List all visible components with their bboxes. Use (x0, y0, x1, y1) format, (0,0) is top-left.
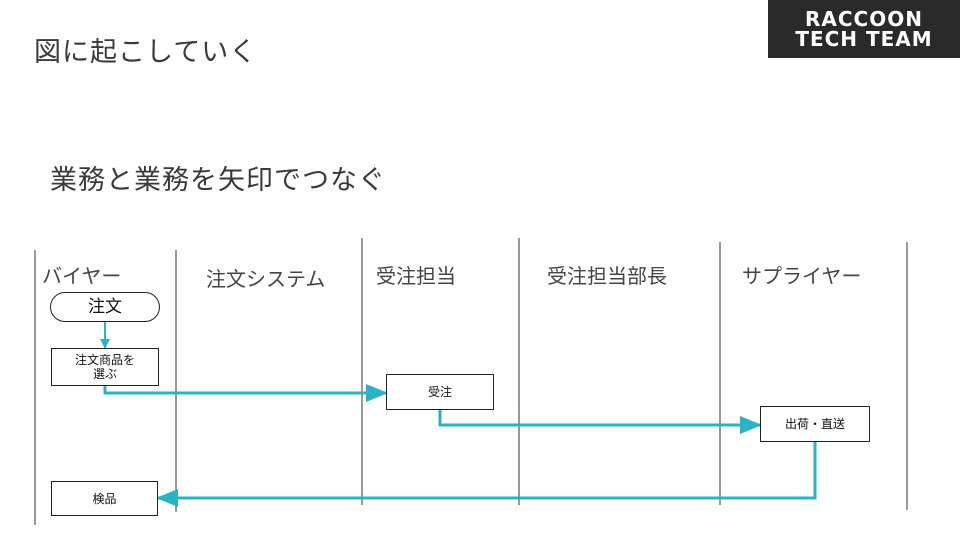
logo-line-2: TECH TEAM (795, 27, 933, 51)
process-select-items: 注文商品を 選ぶ (51, 348, 159, 386)
arrow-receive-to-ship (438, 410, 762, 434)
logo-line-1: RACCOON (805, 7, 923, 31)
start-terminal: 注文 (50, 292, 160, 322)
arrow-select-to-receive (103, 384, 388, 402)
page-title: 図に起こしていく (34, 37, 258, 68)
arrow-ship-to-inspect (156, 442, 817, 507)
raccoon-tech-team-logo: RACCOON TECH TEAM (768, 0, 960, 58)
process-ship-direct: 出荷・直送 (760, 406, 870, 442)
lane-label-order-staff: 受注担当 (376, 264, 456, 288)
slide-subtitle: 業務と業務を矢印でつなぐ (50, 165, 386, 196)
process-inspect: 検品 (51, 481, 158, 516)
lane-label-order-system: 注文システム (206, 267, 326, 291)
lane-label-order-manager: 受注担当部長 (547, 264, 667, 288)
process-receive-order: 受注 (386, 374, 494, 410)
lane-label-supplier: サプライヤー (742, 264, 862, 288)
lane-label-buyer: バイヤー (42, 264, 122, 288)
